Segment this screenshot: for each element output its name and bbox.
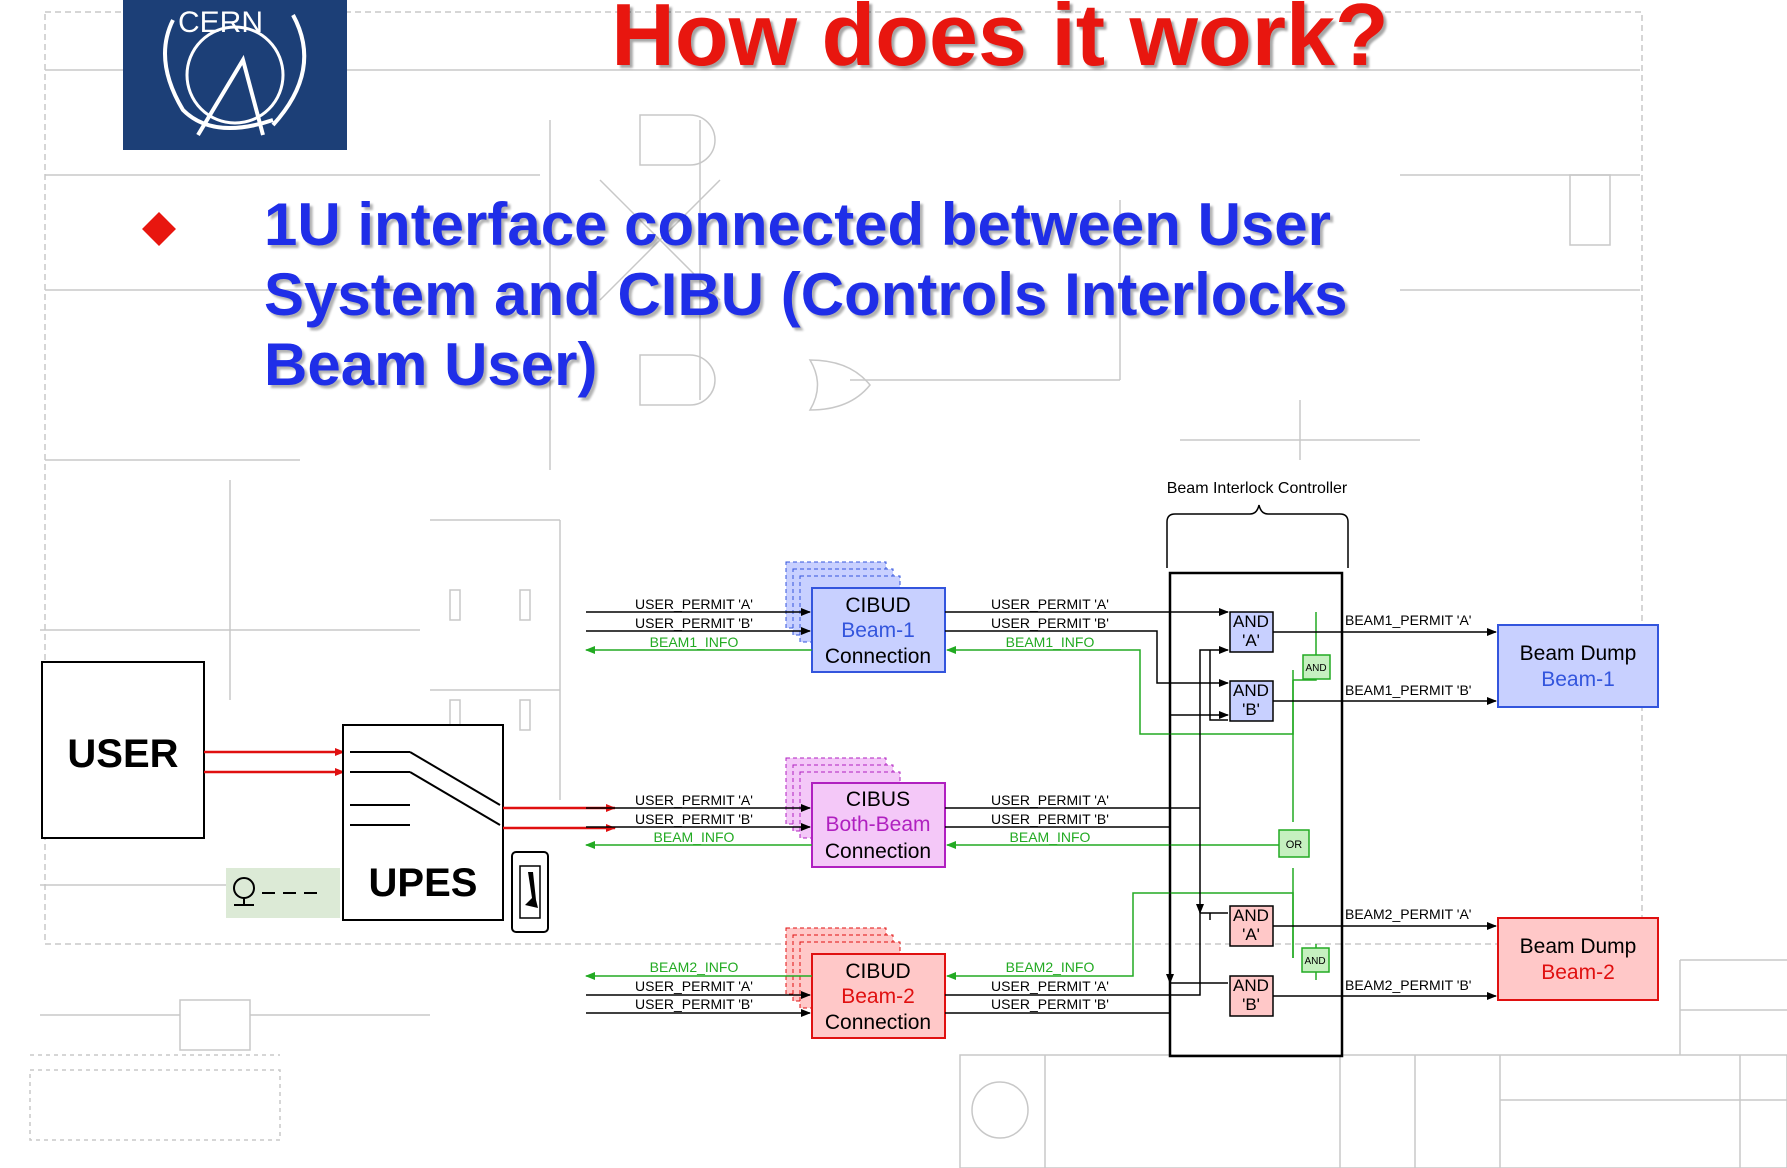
b2-right-info-label: BEAM2_INFO [1006,959,1095,975]
and-b1b-label: AND [1233,681,1269,700]
beam-dump-2: Beam Dump Beam-2 [1497,917,1659,1001]
and-b1b-channel: 'B' [1242,700,1260,719]
and-gate-small-2: AND [1301,947,1330,973]
logo-text: CERN [178,6,263,39]
and-b2b-label: AND [1233,976,1269,995]
and-gate-b2a: AND 'A' [1229,905,1274,947]
b1-left-permit-a-label: USER_PERMIT 'A' [635,596,753,612]
b1-left-info-label: BEAM1_INFO [650,634,739,650]
both-right-permit-a-label: USER_PERMIT 'A' [991,792,1109,808]
and-b2a-channel: 'A' [1242,925,1260,944]
cibus-title: CIBUS [846,788,910,811]
and-gate-b1a: AND 'A' [1229,611,1274,653]
beam1-permit-b-label: BEAM1_PERMIT 'B' [1345,682,1471,698]
b2-right-permit-a-label: USER_PERMIT 'A' [991,978,1109,994]
page-title: How does it work? [611,0,1389,84]
and-b1a-channel: 'A' [1242,631,1260,650]
beam2-permit-a-label: BEAM2_PERMIT 'A' [1345,906,1471,922]
cibud2-title: CIBUD [845,960,910,983]
small-and-1-label: AND [1305,663,1326,674]
both-left-info-label: BEAM_INFO [654,829,735,845]
cibud1-title: CIBUD [845,594,910,617]
both-left-permit-a-label: USER_PERMIT 'A' [635,792,753,808]
and-b2b-channel: 'B' [1242,995,1260,1014]
cibud2-beam: Beam-2 [841,985,915,1008]
b2-right-permit-b-label: USER_PERMIT 'B' [991,996,1109,1012]
bullet-point: 1U interface connected between User Syst… [264,191,1348,398]
bic-bracket [1166,504,1349,568]
or-gate-label: OR [1286,839,1303,851]
and-b2a-label: AND [1233,906,1269,925]
b1-right-info-label: BEAM1_INFO [1006,634,1095,650]
key-switch-icon [511,851,549,933]
upes-label: UPES [369,861,478,905]
both-right-permit-b-label: USER_PERMIT 'B' [991,811,1109,827]
upes-box [342,724,504,921]
cern-logo: CERN [123,0,347,150]
beam1-permit-a-label: BEAM1_PERMIT 'A' [1345,612,1471,628]
cibud-beam1-box [811,587,946,673]
b2-left-permit-b-label: USER_PERMIT 'B' [635,996,753,1012]
and-gate-small-1: AND [1302,654,1331,680]
user-box [41,661,205,839]
and-b1a-label: AND [1233,612,1269,631]
user-label: USER [67,732,178,776]
dump2-beam: Beam-2 [1541,961,1615,984]
dump2-title: Beam Dump [1520,935,1637,958]
b2-left-permit-a-label: USER_PERMIT 'A' [635,978,753,994]
beam-dump-1: Beam Dump Beam-1 [1497,624,1659,708]
and-gate-b2b: AND 'B' [1229,975,1274,1017]
cibud2-connection: Connection [825,1011,931,1034]
dump1-beam: Beam-1 [1541,668,1615,691]
b2-left-info-label: BEAM2_INFO [650,959,739,975]
dump1-title: Beam Dump [1520,642,1637,665]
b1-right-permit-b-label: USER_PERMIT 'B' [991,615,1109,631]
bic-label: Beam Interlock Controller [1167,480,1348,497]
b1-left-permit-b-label: USER_PERMIT 'B' [635,615,753,631]
both-left-permit-b-label: USER_PERMIT 'B' [635,811,753,827]
cibud-beam2-box [811,953,946,1039]
cibud1-beam: Beam-1 [841,619,915,642]
cibud-beam2-stack: CIBUD Beam-2 Connection [785,927,946,1039]
cibud-beam1-stack: CIBUD Beam-1 Connection [785,561,946,673]
and-gate-b1b: AND 'B' [1229,680,1274,722]
beam2-permit-b-label: BEAM2_PERMIT 'B' [1345,977,1471,993]
both-right-info-label: BEAM_INFO [1010,829,1091,845]
small-and-2-label: AND [1304,956,1325,967]
cibus-beam: Both-Beam [825,813,930,836]
cibus-box [811,782,946,868]
cibud1-connection: Connection [825,645,931,668]
cibus-stack: CIBUS Both-Beam Connection [785,757,946,868]
b1-right-permit-a-label: USER_PERMIT 'A' [991,596,1109,612]
or-gate: OR [1278,829,1310,858]
sensor-icon [233,877,317,906]
cibus-connection: Connection [825,840,931,863]
